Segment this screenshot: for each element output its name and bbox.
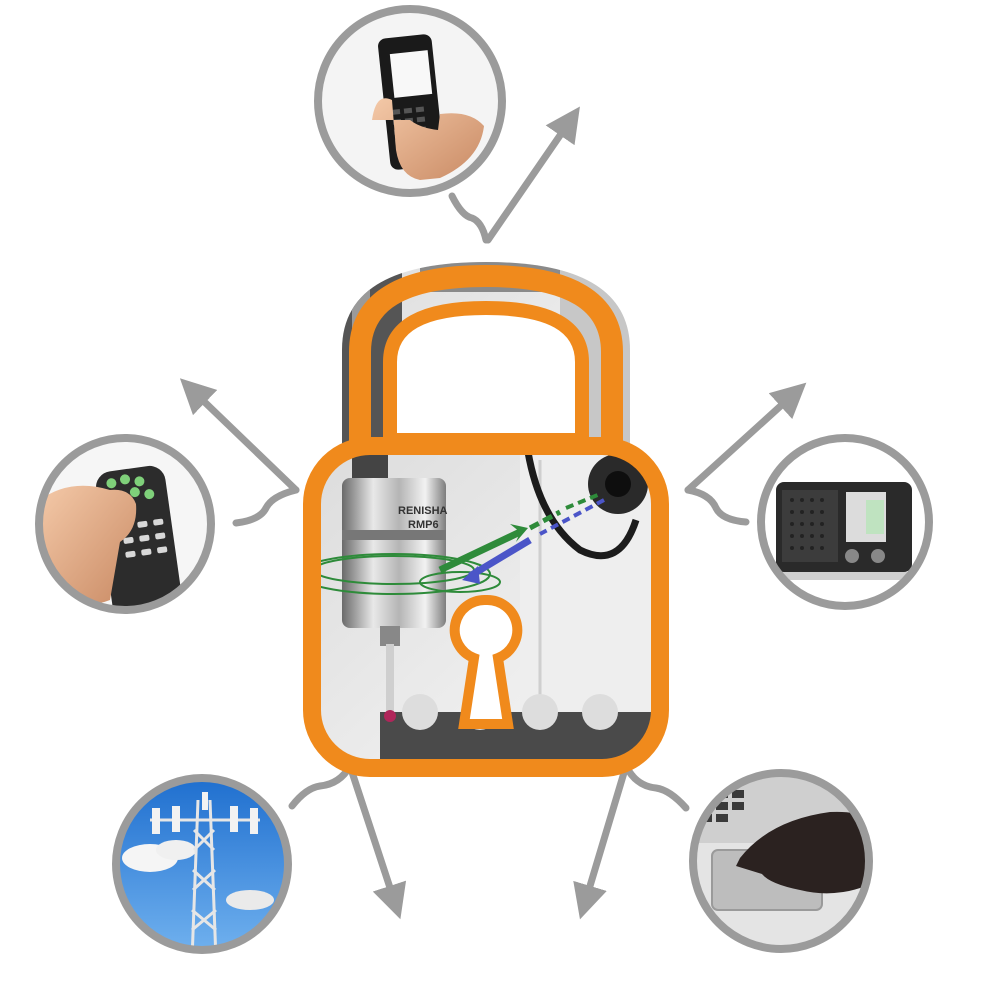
connector-remote-squiggle <box>232 486 300 527</box>
phone-ring <box>314 5 506 197</box>
probe-model-text: RMP6 <box>408 519 439 531</box>
probe-brand-text: RENISHA <box>398 505 448 517</box>
laptop-ring <box>689 769 873 953</box>
mobile-phone-icon <box>314 5 506 197</box>
laptop-touchpad-icon <box>689 769 873 953</box>
signal-arrows <box>438 492 605 584</box>
tower-ring <box>112 774 292 954</box>
tv-remote-icon <box>35 434 215 614</box>
connector-phone-squiggle <box>448 192 490 244</box>
padlock-body <box>303 437 669 777</box>
remote-ring <box>35 434 215 614</box>
arrow-down-left <box>346 762 407 920</box>
arrow-up-right-top <box>484 106 580 244</box>
connector-tower-squiggle <box>288 762 354 810</box>
connectors <box>179 106 807 920</box>
padlock: RENISHA RMP6 <box>303 262 669 777</box>
arrow-up-left <box>179 378 300 494</box>
padlock-shackle <box>349 264 623 470</box>
cell-tower-icon <box>112 774 292 954</box>
connector-laptop-squiggle <box>622 762 690 812</box>
arrow-down-right <box>573 762 630 920</box>
padlock-shackle-window <box>383 300 589 447</box>
keyhole-icon <box>449 594 523 729</box>
radio-icon <box>757 434 933 610</box>
connector-radio-squiggle <box>684 486 750 526</box>
radio-ring <box>757 434 933 610</box>
arrow-up-right <box>684 382 807 494</box>
